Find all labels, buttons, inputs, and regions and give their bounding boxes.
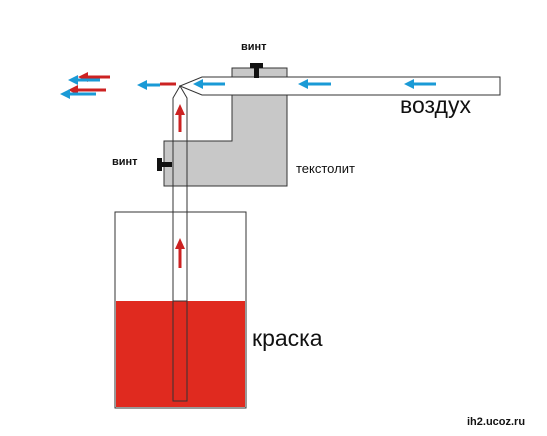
screw-left-icon	[157, 158, 172, 171]
spray-arrow-icon	[68, 72, 110, 85]
spray-arrow-icon	[137, 80, 176, 90]
air-tube	[178, 76, 501, 96]
air-label: воздух	[400, 92, 471, 118]
paint-arrow-icon	[175, 238, 185, 268]
screw-top-icon	[250, 63, 263, 78]
paint-tube-bottom	[172, 300, 188, 402]
watermark: ih2.ucoz.ru	[467, 416, 526, 428]
screw-top-label: винт	[241, 41, 267, 53]
screw-left-label: винт	[112, 156, 138, 168]
paint-arrow-icon	[175, 104, 185, 132]
textolite-label: текстолит	[296, 161, 355, 176]
spray-arrow-icon	[60, 85, 106, 99]
air-arrow-icon	[404, 79, 436, 89]
paint-label: краска	[252, 325, 323, 351]
textolite-block	[163, 67, 288, 187]
air-arrow-icon	[193, 79, 225, 89]
air-arrow-icon	[298, 79, 331, 89]
